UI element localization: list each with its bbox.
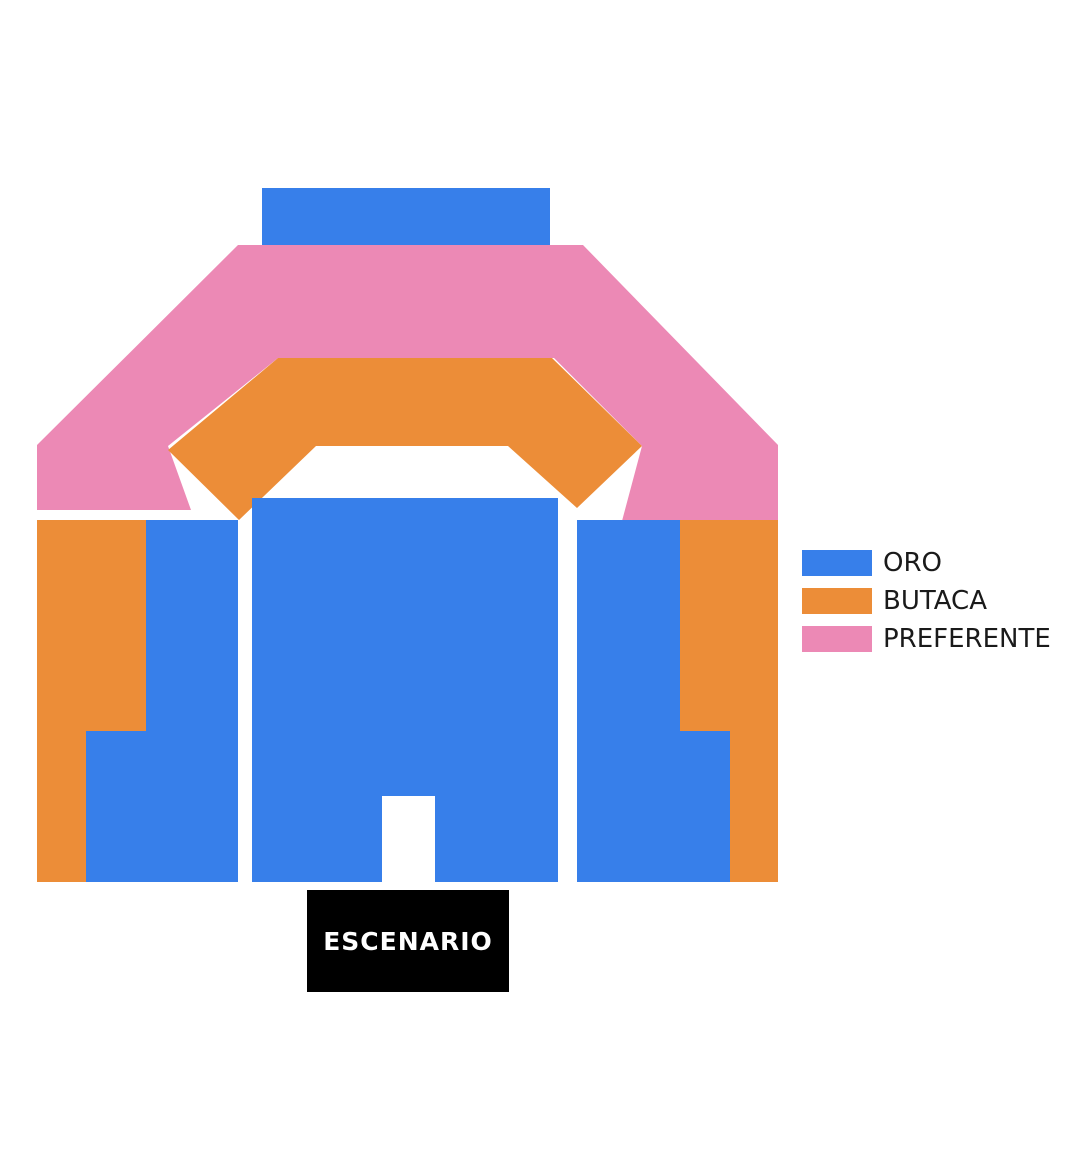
legend-item-preferente: PREFERENTE bbox=[802, 620, 1072, 658]
section-butaca-right[interactable] bbox=[680, 520, 778, 882]
stage-label: ESCENARIO bbox=[323, 926, 493, 956]
legend-item-oro: ORO bbox=[802, 544, 1072, 582]
section-oro-right[interactable] bbox=[577, 520, 730, 882]
legend-item-butaca: BUTACA bbox=[802, 582, 1072, 620]
legend-label-oro: ORO bbox=[883, 548, 942, 578]
legend-swatch-oro bbox=[802, 550, 872, 576]
section-oro-top[interactable] bbox=[262, 188, 550, 245]
section-butaca-left[interactable] bbox=[37, 520, 146, 882]
legend: ORO BUTACA PREFERENTE bbox=[802, 544, 1072, 658]
section-preferente-ring[interactable] bbox=[37, 245, 778, 521]
stage: ESCENARIO bbox=[307, 890, 509, 992]
section-oro-left[interactable] bbox=[86, 520, 238, 882]
legend-swatch-preferente bbox=[802, 626, 872, 652]
section-butaca-arch[interactable] bbox=[168, 358, 642, 520]
legend-swatch-butaca bbox=[802, 588, 872, 614]
section-oro-center[interactable] bbox=[252, 498, 558, 882]
legend-label-preferente: PREFERENTE bbox=[883, 624, 1051, 654]
legend-label-butaca: BUTACA bbox=[883, 586, 987, 616]
